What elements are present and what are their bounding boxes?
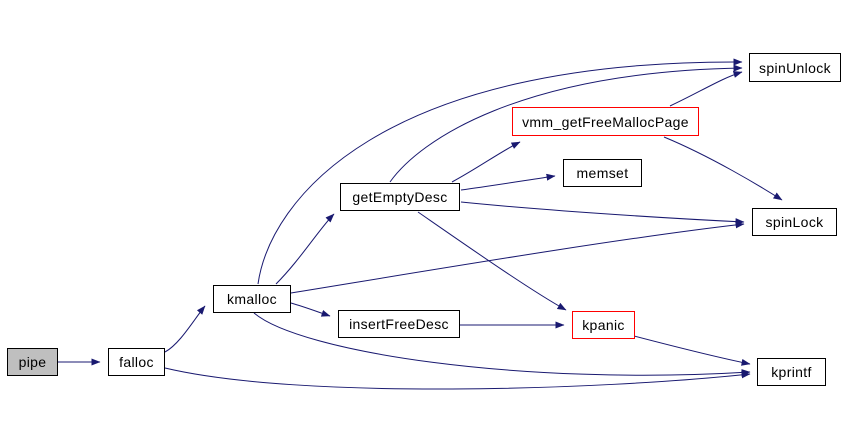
edge-kmalloc-to-getEmptyDesc	[275, 213, 335, 285]
node-label-pipe: pipe	[18, 354, 47, 370]
edge-vmm_getFreeMallocPage-to-spinLock	[663, 136, 783, 201]
node-label-spinLock: spinLock	[765, 214, 824, 230]
node-label-kpanic: kpanic	[582, 317, 625, 333]
node-label-insertFreeDesc: insertFreeDesc	[349, 316, 449, 332]
edge-getEmptyDesc-to-spinLock	[460, 201, 745, 226]
node-label-spinUnlock: spinUnlock	[759, 59, 831, 76]
node-label-falloc: falloc	[119, 354, 154, 370]
node-pipe[interactable]: pipe	[7, 348, 58, 376]
edge-kpanic-to-kprintf	[633, 335, 751, 366]
edge-vmm_getFreeMallocPage-to-spinUnlock	[669, 71, 743, 107]
node-vmm_getFreeMallocPage[interactable]: vmm_getFreeMallocPage	[512, 107, 699, 136]
node-label-vmm_getFreeMallocPage: vmm_getFreeMallocPage	[522, 113, 689, 130]
node-kmalloc[interactable]: kmalloc	[213, 285, 291, 313]
edge-falloc-to-kprintf	[164, 367, 751, 390]
node-memset[interactable]: memset	[563, 159, 642, 187]
edge-kmalloc-to-spinLock	[290, 221, 745, 294]
node-spinLock[interactable]: spinLock	[752, 208, 837, 236]
node-label-kmalloc: kmalloc	[227, 291, 277, 307]
edge-kmalloc-to-kprintf	[253, 312, 751, 377]
node-spinUnlock[interactable]: spinUnlock	[749, 53, 841, 82]
edge-getEmptyDesc-to-vmm_getFreeMallocPage	[451, 141, 521, 183]
node-insertFreeDesc[interactable]: insertFreeDesc	[338, 310, 460, 338]
edge-kmalloc-to-spinUnlock	[257, 58, 743, 285]
node-kprintf[interactable]: kprintf	[757, 358, 826, 386]
edge-kmalloc-to-insertFreeDesc	[290, 302, 331, 317]
node-label-kprintf: kprintf	[771, 364, 812, 380]
edge-getEmptyDesc-to-memset	[460, 173, 556, 191]
node-getEmptyDesc[interactable]: getEmptyDesc	[340, 183, 460, 211]
node-label-getEmptyDesc: getEmptyDesc	[352, 189, 448, 205]
edge-falloc-to-kmalloc	[164, 305, 206, 353]
node-kpanic[interactable]: kpanic	[572, 311, 635, 339]
node-falloc[interactable]: falloc	[108, 348, 165, 376]
node-label-memset: memset	[576, 165, 629, 181]
edge-getEmptyDesc-to-kpanic	[417, 211, 567, 311]
